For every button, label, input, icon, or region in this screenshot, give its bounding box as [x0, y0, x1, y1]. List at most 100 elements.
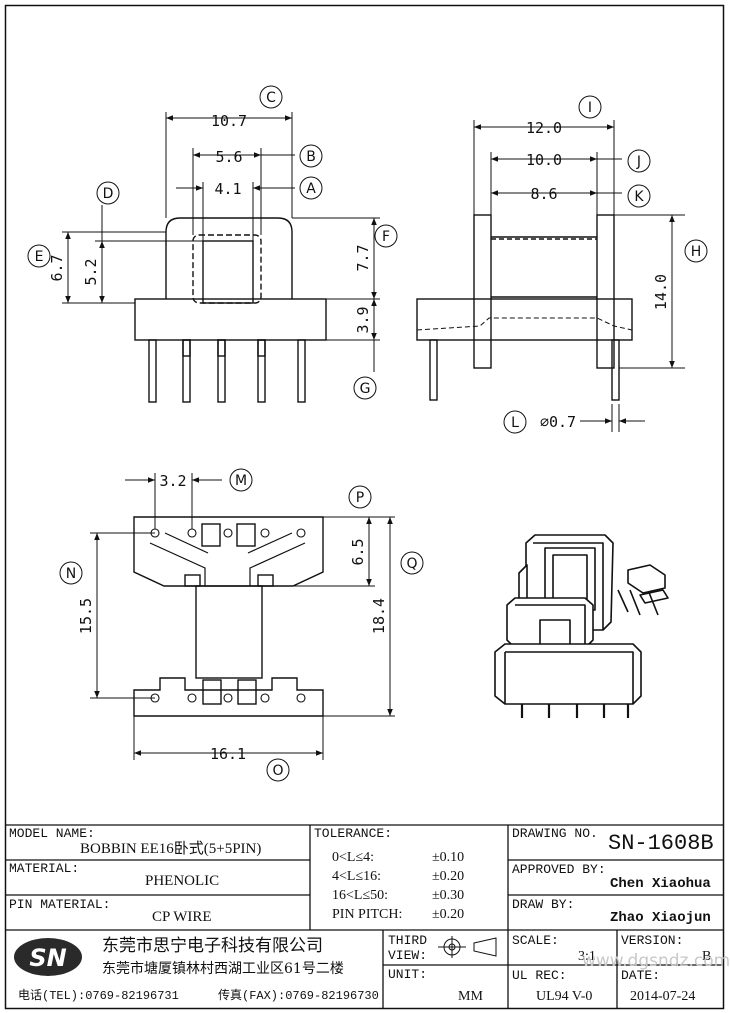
model-name-label: MODEL NAME:	[9, 826, 95, 841]
callout-N: N	[66, 566, 76, 582]
bottom-dimensions	[90, 473, 395, 760]
company-name: 东莞市思宁电子科技有限公司	[102, 936, 323, 956]
front-dimensions	[62, 112, 380, 372]
isometric-view	[494, 534, 669, 718]
dim-m: 3.2	[159, 472, 186, 490]
drawing-no-label: DRAWING NO.	[512, 826, 598, 841]
material-label: MATERIAL:	[9, 861, 80, 876]
bottom-view	[59, 468, 424, 782]
drawing-border	[4, 4, 725, 1010]
dim-f: 7.7	[354, 244, 372, 271]
callout-M: M	[235, 473, 247, 489]
front-flange	[165, 217, 293, 299]
ul-rec-label: UL REC:	[512, 968, 567, 983]
callout-J: J	[636, 154, 641, 170]
version-label: VERSION:	[621, 933, 684, 948]
dim-d: 5.2	[82, 258, 100, 285]
tolerance-range-1: 0<L≤4:	[332, 850, 375, 865]
company-tel: 电话(TEL):0769-82196731	[18, 989, 179, 1003]
dim-n: 15.5	[77, 598, 95, 634]
callout-Q: Q	[406, 556, 417, 572]
approved-by-label: APPROVED BY:	[512, 862, 606, 877]
dim-b: 5.6	[215, 148, 242, 166]
dim-p: 6.5	[349, 538, 367, 565]
version-value: B	[702, 949, 712, 964]
company-logo: SN	[14, 938, 82, 976]
drawing-no-value: SN-1608B	[608, 831, 714, 856]
side-view	[416, 95, 708, 434]
tolerance-value-2: ±0.20	[432, 869, 465, 884]
callout-A: A	[306, 181, 316, 197]
front-callouts	[27, 85, 398, 400]
iso-front-pins	[520, 704, 630, 718]
callout-K: K	[634, 189, 644, 205]
callout-O: O	[272, 763, 283, 779]
bottom-view-text: M P Q N O 3.2 6.5 18.4 15.5 16.1	[66, 472, 418, 779]
side-right-flange	[596, 214, 615, 369]
side-pin-left	[429, 339, 438, 401]
callout-I: I	[588, 100, 592, 116]
dim-i: 12.0	[526, 119, 562, 137]
callout-B: B	[306, 149, 316, 165]
tolerance-range-4: PIN PITCH:	[332, 907, 403, 922]
front-pins	[148, 339, 306, 403]
dim-g: 3.9	[354, 306, 372, 333]
draw-by-value: Zhao Xiaojun	[610, 910, 711, 926]
front-base	[134, 298, 327, 341]
bottom-pin-holes	[150, 528, 306, 703]
dim-e: 6.7	[48, 254, 66, 281]
dim-o: 16.1	[210, 745, 246, 763]
logo-text: SN	[29, 944, 66, 972]
scale-label: SCALE:	[512, 933, 559, 948]
watermark: www.dgsndz.com	[582, 951, 730, 971]
model-name-value: BOBBIN EE16卧式(5+5PIN)	[80, 841, 262, 857]
dim-k: 8.6	[530, 185, 557, 203]
dim-h: 14.0	[652, 274, 670, 310]
unit-label: UNIT:	[388, 967, 428, 982]
unit-value: MM	[458, 989, 483, 1004]
tolerance-range-2: 4<L≤16:	[332, 869, 382, 884]
front-view	[27, 85, 398, 403]
callout-G: G	[360, 381, 371, 397]
tolerance-value-3: ±0.30	[432, 888, 465, 903]
pin-material-label: PIN MATERIAL:	[9, 897, 111, 912]
tolerance-range-3: 16<L≤50:	[332, 888, 389, 903]
iso-base	[494, 643, 642, 705]
dim-c: 10.7	[211, 112, 247, 130]
side-callouts	[503, 95, 708, 434]
company-address: 东莞市塘厦镇林村西湖工业区61号二楼	[102, 961, 344, 977]
dim-j: 10.0	[526, 151, 562, 169]
callout-P: P	[356, 490, 364, 506]
callout-D: D	[103, 186, 114, 202]
side-base	[416, 298, 633, 341]
callout-L: L	[511, 415, 519, 431]
bottom-top-flange	[133, 516, 324, 587]
date-value: 2014-07-24	[630, 989, 696, 1004]
approved-by-value: Chen Xiaohua	[610, 876, 711, 892]
bottom-callouts	[59, 468, 424, 782]
callout-H: H	[691, 244, 702, 260]
draw-by-label: DRAW BY:	[512, 897, 575, 912]
pin-material-value: CP WIRE	[152, 909, 212, 925]
tolerance-value-1: ±0.10	[432, 850, 465, 865]
third-angle-projection-symbol	[438, 936, 497, 958]
dim-q: 18.4	[370, 598, 388, 634]
side-dimensions	[473, 120, 685, 432]
date-label: DATE:	[621, 968, 661, 983]
side-pin-right	[611, 339, 620, 401]
bottom-bottom-flange	[133, 677, 324, 717]
bottom-body	[195, 585, 263, 679]
company-fax: 传真(FAX):0769-82196730	[218, 989, 379, 1003]
side-left-flange	[473, 214, 492, 369]
title-block-grid	[5, 824, 724, 1008]
front-view-text: C B A D E F G 10.7 5.6 4.1 6.7 5.2 7.7 3…	[35, 90, 390, 397]
tolerance-label: TOLERANCE:	[314, 826, 393, 841]
dim-a: 4.1	[214, 180, 241, 198]
callout-F: F	[382, 229, 390, 245]
front-window	[202, 240, 254, 304]
third-view-label-1: THIRD	[388, 933, 428, 948]
side-view-text: I J K H L 12.0 10.0 8.6 14.0 ⌀0.7	[511, 100, 701, 431]
dim-l: ⌀0.7	[540, 413, 576, 431]
scale-value: 3:1	[578, 949, 596, 964]
